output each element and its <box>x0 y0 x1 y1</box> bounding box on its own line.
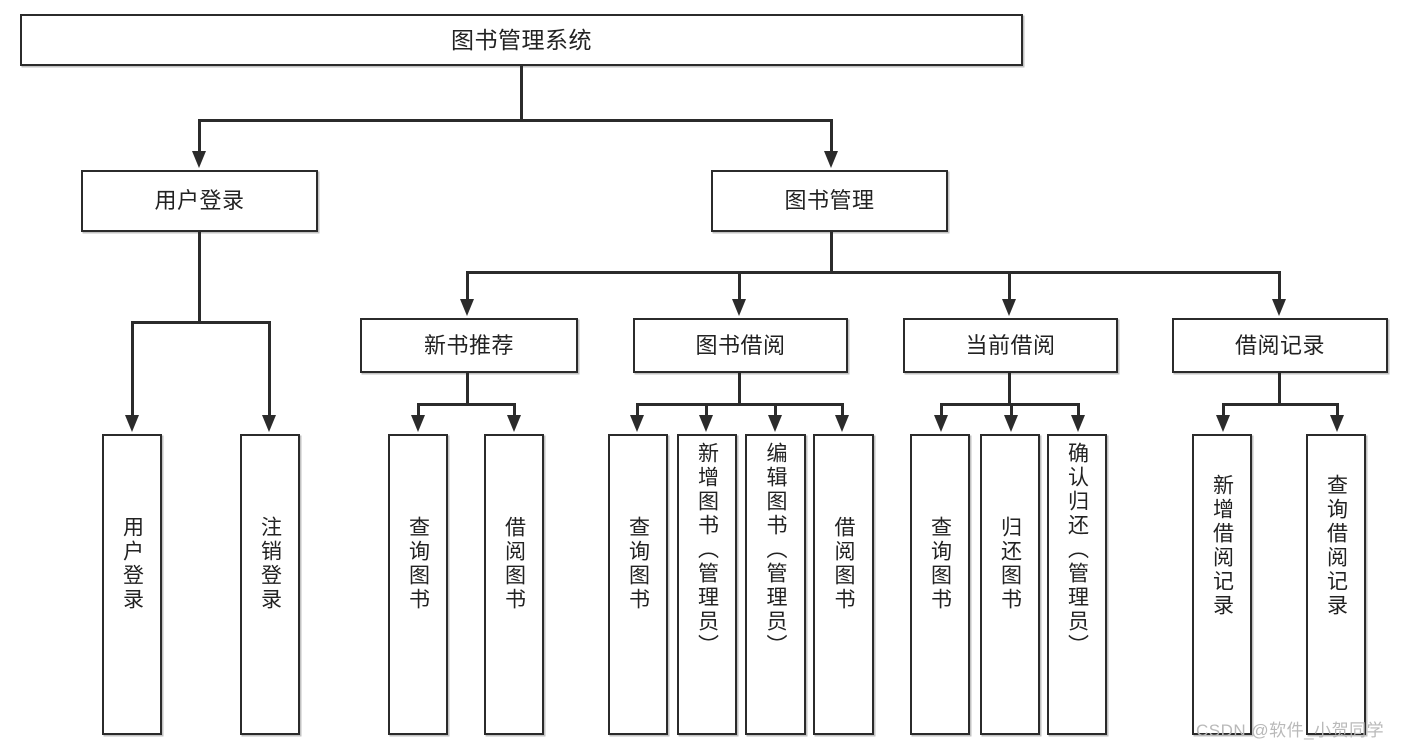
connector-root-stem <box>520 66 523 119</box>
leaf-query-book-current[interactable]: 查询图书 <box>910 434 970 735</box>
node-label: 借阅图书 <box>502 516 526 612</box>
leaf-add-book[interactable]: 新增图书（管理员） <box>677 434 737 735</box>
connector-stem-borrow-record <box>1278 373 1281 403</box>
node-current-borrow[interactable]: 当前借阅 <box>903 318 1118 373</box>
node-root-system[interactable]: 图书管理系统 <box>20 14 1023 66</box>
connector-drop-leaf <box>940 403 943 417</box>
arrow-down-icon <box>192 151 206 168</box>
node-label: 新增借阅记录 <box>1210 474 1234 618</box>
arrow-down-icon <box>835 415 849 432</box>
connector-drop-level2 <box>466 271 469 301</box>
node-label: 注销登录 <box>258 516 282 612</box>
node-label: 查询图书 <box>928 516 952 612</box>
connector-stem-book-borrow <box>738 373 741 403</box>
node-label: 图书管理 <box>784 188 875 214</box>
node-label: 图书借阅 <box>695 332 786 358</box>
node-label: 查询图书 <box>626 516 650 612</box>
connector-drop-leaf <box>841 403 844 417</box>
node-label: 用户登录 <box>120 516 144 612</box>
connector-drop-level2 <box>1278 271 1281 301</box>
arrow-down-icon <box>699 415 713 432</box>
leaf-borrow-book-borrow[interactable]: 借阅图书 <box>813 434 874 735</box>
arrow-down-icon <box>1002 299 1016 316</box>
node-book-manage[interactable]: 图书管理 <box>711 170 948 232</box>
arrow-down-icon <box>460 299 474 316</box>
node-label: 查询借阅记录 <box>1324 474 1348 618</box>
leaf-add-borrow-record[interactable]: 新增借阅记录 <box>1192 434 1252 735</box>
connector-stem-current-borrow <box>1008 373 1011 403</box>
node-label: 借阅记录 <box>1234 332 1325 358</box>
connector-drop-leaf <box>417 403 420 417</box>
arrow-down-icon <box>934 415 948 432</box>
connector-drop-book-manage <box>830 119 833 153</box>
node-label: 借阅图书 <box>832 516 855 612</box>
node-label: 查询图书 <box>406 516 430 612</box>
arrow-down-icon <box>262 415 276 432</box>
connector-bus-user-login <box>131 321 270 324</box>
leaf-edit-book[interactable]: 编辑图书（管理员） <box>745 434 806 735</box>
connector-stem-book-manage <box>830 232 833 271</box>
arrow-down-icon <box>507 415 521 432</box>
connector-drop-leaf <box>774 403 777 417</box>
connector-bus-borrow-record <box>1222 403 1338 406</box>
connector-level1-bus <box>198 119 832 122</box>
connector-bus-book-manage <box>466 271 1280 274</box>
node-label: 归还图书 <box>998 516 1022 612</box>
connector-drop-leaf <box>131 321 134 417</box>
leaf-confirm-return[interactable]: 确认归还（管理员） <box>1047 434 1107 735</box>
connector-drop-level2 <box>1008 271 1011 301</box>
node-new-book-recommend[interactable]: 新书推荐 <box>360 318 578 373</box>
arrow-down-icon <box>824 151 838 168</box>
arrow-down-icon <box>411 415 425 432</box>
connector-drop-leaf <box>705 403 708 417</box>
node-book-borrow[interactable]: 图书借阅 <box>633 318 848 373</box>
leaf-user-login[interactable]: 用户登录 <box>102 434 162 735</box>
watermark-text: CSDN @软件_小贺同学 <box>1196 721 1385 740</box>
node-label: 新书推荐 <box>423 332 514 358</box>
node-borrow-record[interactable]: 借阅记录 <box>1172 318 1388 373</box>
leaf-user-logout[interactable]: 注销登录 <box>240 434 300 735</box>
connector-drop-leaf <box>1336 403 1339 417</box>
arrow-down-icon <box>768 415 782 432</box>
node-label: 确认归还（管理员） <box>1065 442 1089 658</box>
arrow-down-icon <box>630 415 644 432</box>
connector-stem-new-book <box>466 373 469 403</box>
connector-bus-new-book <box>417 403 516 406</box>
arrow-down-icon <box>125 415 139 432</box>
connector-drop-leaf <box>636 403 639 417</box>
node-label: 用户登录 <box>154 188 245 214</box>
node-label: 编辑图书（管理员） <box>764 442 787 658</box>
node-user-login[interactable]: 用户登录 <box>81 170 318 232</box>
connector-drop-leaf <box>268 321 271 417</box>
node-label: 新增图书（管理员） <box>695 442 719 658</box>
connector-drop-leaf <box>1077 403 1080 417</box>
connector-drop-user-login <box>198 119 201 153</box>
connector-drop-leaf <box>1222 403 1225 417</box>
arrow-down-icon <box>1272 299 1286 316</box>
leaf-query-borrow-record[interactable]: 查询借阅记录 <box>1306 434 1366 735</box>
arrow-down-icon <box>1216 415 1230 432</box>
leaf-return-book[interactable]: 归还图书 <box>980 434 1040 735</box>
connector-stem-user-login <box>198 232 201 321</box>
node-label: 当前借阅 <box>965 332 1056 358</box>
connector-drop-level2 <box>738 271 741 301</box>
arrow-down-icon <box>1004 415 1018 432</box>
leaf-query-book-borrow[interactable]: 查询图书 <box>608 434 668 735</box>
arrow-down-icon <box>1330 415 1344 432</box>
connector-drop-leaf <box>513 403 516 417</box>
connector-bus-current-borrow <box>940 403 1079 406</box>
leaf-borrow-book-recommend[interactable]: 借阅图书 <box>484 434 544 735</box>
connector-bus-book-borrow <box>636 403 843 406</box>
arrow-down-icon <box>732 299 746 316</box>
connector-drop-leaf <box>1010 403 1013 417</box>
node-label: 图书管理系统 <box>451 26 592 53</box>
leaf-query-book-recommend[interactable]: 查询图书 <box>388 434 448 735</box>
arrow-down-icon <box>1071 415 1085 432</box>
